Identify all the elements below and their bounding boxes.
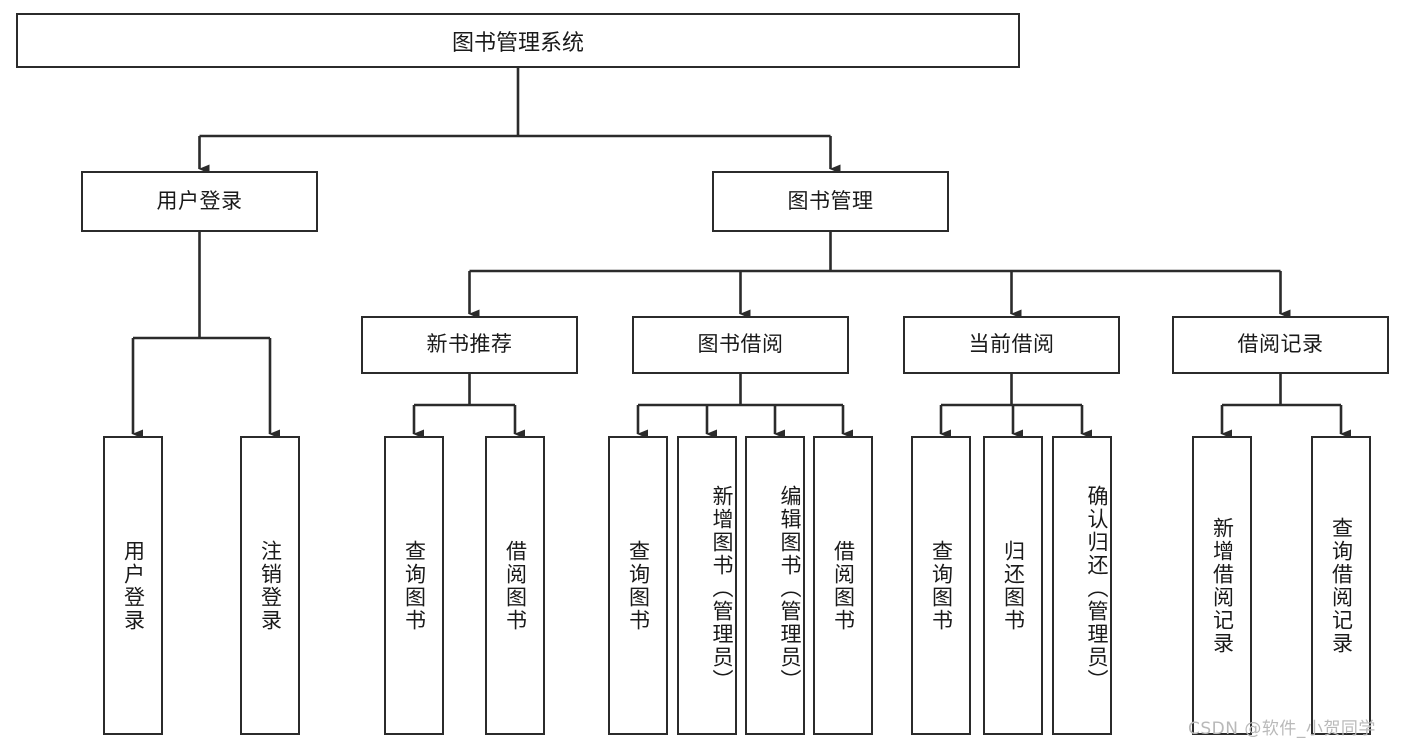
node-book-borrow[interactable]: 图书借阅 bbox=[632, 316, 849, 374]
node-leaf-query-borrow-record[interactable]: 查询借阅记录 bbox=[1311, 436, 1371, 735]
node-leaf-query-book-1[interactable]: 查询图书 bbox=[384, 436, 444, 735]
node-leaf-borrow-book-1[interactable]: 借阅图书 bbox=[485, 436, 545, 735]
node-new-book-recommend[interactable]: 新书推荐 bbox=[361, 316, 578, 374]
node-leaf-edit-book-admin[interactable]: 编辑图书（管理员） bbox=[745, 436, 805, 735]
node-leaf-user-login[interactable]: 用户登录 bbox=[103, 436, 163, 735]
edge-bus-book-management bbox=[469, 232, 1281, 273]
node-book-management[interactable]: 图书管理 bbox=[712, 171, 949, 232]
edge-bus-new-book-recommend bbox=[414, 374, 515, 407]
edge-bus-book-borrow bbox=[638, 374, 843, 407]
node-leaf-query-book-2[interactable]: 查询图书 bbox=[608, 436, 668, 735]
watermark: CSDN @软件_小贺同学 bbox=[1188, 719, 1376, 739]
node-leaf-add-book-admin[interactable]: 新增图书（管理员） bbox=[677, 436, 737, 735]
node-leaf-borrow-book-2[interactable]: 借阅图书 bbox=[813, 436, 873, 735]
node-current-borrow[interactable]: 当前借阅 bbox=[903, 316, 1120, 374]
edge-bus-root bbox=[199, 68, 831, 138]
edge-bus-current-borrow bbox=[941, 374, 1082, 407]
node-leaf-logout-login[interactable]: 注销登录 bbox=[240, 436, 300, 735]
node-root-system[interactable]: 图书管理系统 bbox=[16, 13, 1020, 68]
edge-bus-user-login bbox=[133, 232, 270, 340]
edge-bus-borrow-record bbox=[1222, 374, 1341, 407]
node-leaf-query-book-3[interactable]: 查询图书 bbox=[911, 436, 971, 735]
node-leaf-return-book[interactable]: 归还图书 bbox=[983, 436, 1043, 735]
node-leaf-confirm-return-admin[interactable]: 确认归还（管理员） bbox=[1052, 436, 1112, 735]
node-leaf-add-borrow-record[interactable]: 新增借阅记录 bbox=[1192, 436, 1252, 735]
node-borrow-record[interactable]: 借阅记录 bbox=[1172, 316, 1389, 374]
node-user-login[interactable]: 用户登录 bbox=[81, 171, 318, 232]
